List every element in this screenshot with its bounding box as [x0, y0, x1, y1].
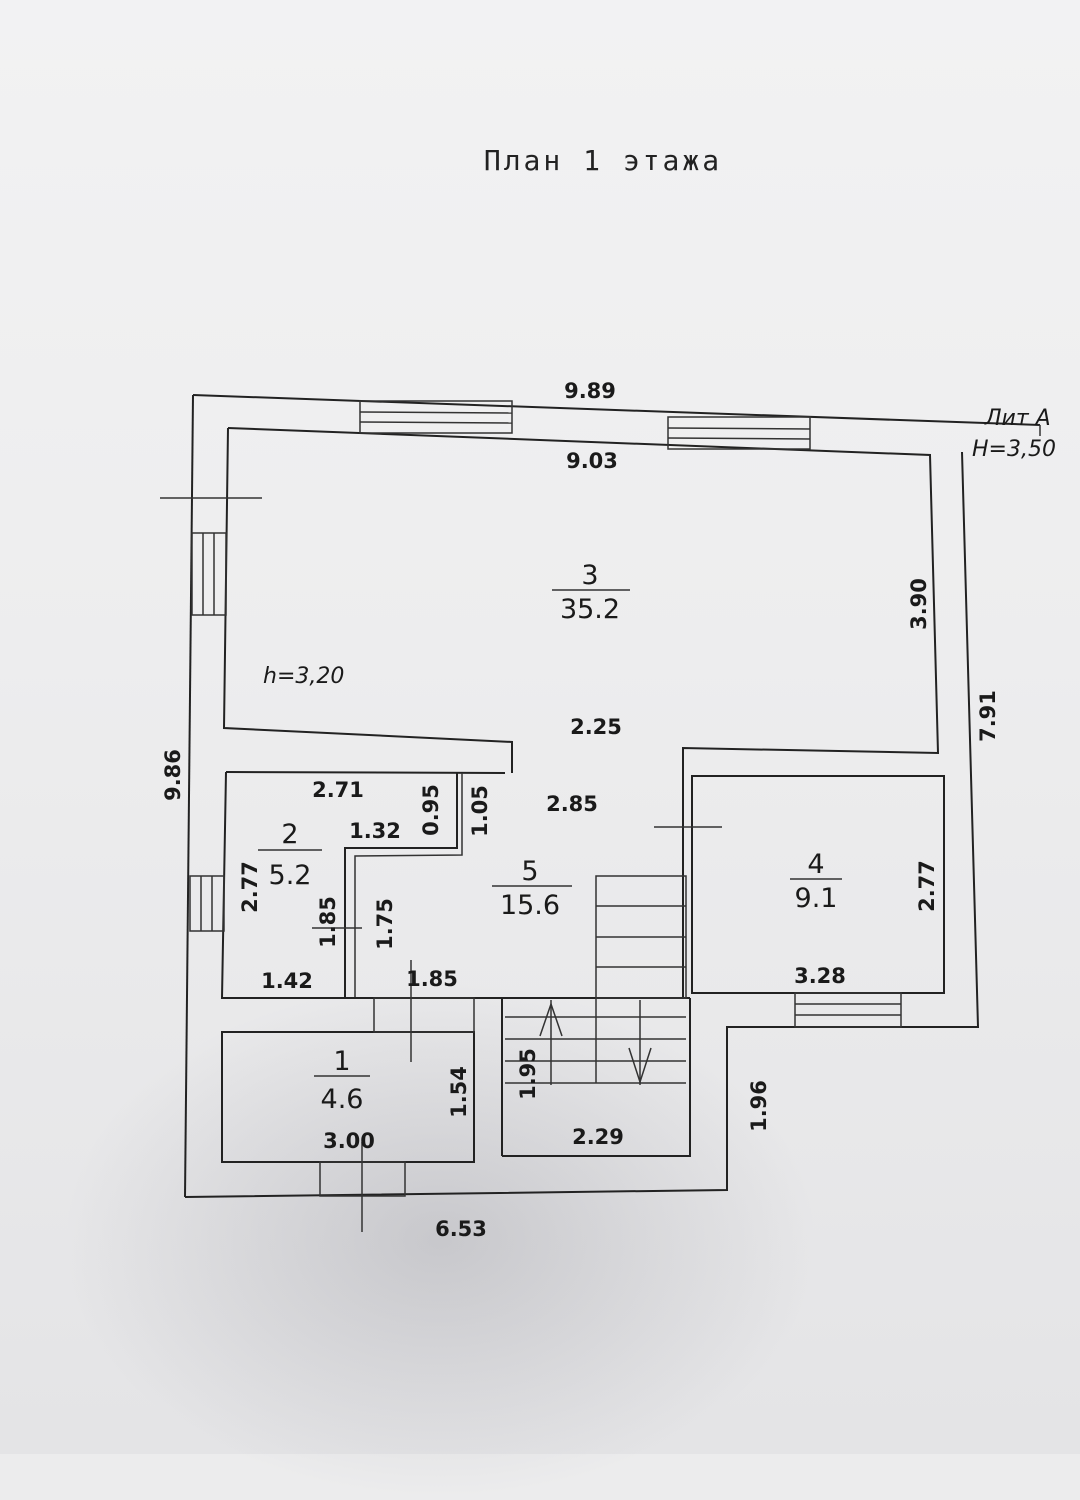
floor-plan: План 1 этажа [160, 144, 1056, 1241]
room-5-label: 5 15.6 [492, 856, 572, 921]
dim-room4-bottom: 3.28 [794, 964, 846, 988]
room-1-label: 1 4.6 [314, 1046, 370, 1115]
section-marks [160, 425, 1041, 1232]
paper-sheet [0, 0, 1080, 1454]
room-2-area: 5.2 [269, 860, 312, 891]
window-top-right [667, 416, 811, 450]
stair-up-arrow-icon [539, 1000, 563, 1085]
dim-outer-right-low: 1.96 [747, 1080, 771, 1132]
window-room-4 [794, 992, 902, 1028]
room-2-walls [220, 771, 506, 999]
stair-down-arrow-icon [628, 1000, 652, 1085]
dim-stair-height: 1.95 [516, 1048, 540, 1100]
window-left-lower [189, 875, 225, 932]
dim-room2-step: 1.32 [349, 819, 401, 843]
dim-room1-right: 1.54 [447, 1066, 471, 1118]
dim-room2-inner: 1.85 [316, 896, 340, 948]
dim-outer-bottom: 6.53 [435, 1217, 487, 1241]
dim-inner-top: 9.03 [566, 449, 618, 473]
dim-hall-left: 1.75 [373, 898, 397, 950]
dim-room2-bottom: 1.42 [261, 969, 313, 993]
dim-room2-top: 2.71 [312, 778, 364, 802]
dim-room2-left: 2.77 [238, 861, 262, 913]
dim-hall-top: 2.85 [546, 792, 598, 816]
dim-room4-right: 2.77 [915, 860, 939, 912]
window-left-upper [191, 532, 227, 616]
dim-niche-width: 0.95 [419, 784, 443, 836]
room-4-area: 9.1 [795, 883, 838, 914]
dim-outer-left: 9.86 [161, 749, 185, 801]
dim-outer-top: 9.89 [564, 379, 616, 403]
outer-walls [184, 394, 1041, 1198]
room-5-area: 15.6 [500, 890, 560, 921]
dim-room1-bottom: 3.00 [323, 1129, 375, 1153]
room-2-number: 2 [281, 819, 298, 850]
staircase [505, 875, 687, 1084]
opening-hall-room1 [373, 997, 475, 1033]
room-2-label: 2 5.2 [258, 819, 322, 891]
room-4-number: 4 [807, 849, 824, 880]
room-3-area: 35.2 [560, 594, 620, 625]
room-1-number: 1 [333, 1046, 350, 1077]
room-1-area: 4.6 [321, 1084, 364, 1115]
room-4-label: 4 9.1 [790, 849, 842, 914]
dim-outer-right: 7.91 [976, 690, 1000, 742]
dim-room3-bottom: 2.25 [570, 715, 622, 739]
lit-height: H=3,50 [972, 437, 1056, 462]
dim-stair-width: 2.29 [572, 1125, 624, 1149]
dim-hall-bottom: 1.85 [406, 967, 458, 991]
room-3-number: 3 [581, 560, 598, 591]
dim-niche-height: 1.05 [468, 785, 492, 837]
room-3-label: 3 35.2 [552, 560, 630, 625]
window-top-left [359, 400, 513, 434]
room-5-number: 5 [521, 856, 538, 887]
dim-room3-right: 3.90 [907, 578, 931, 630]
lit-label: Лит А [984, 406, 1051, 431]
ceiling-height: h=3,20 [263, 664, 344, 689]
plan-title: План 1 этажа [484, 144, 722, 177]
